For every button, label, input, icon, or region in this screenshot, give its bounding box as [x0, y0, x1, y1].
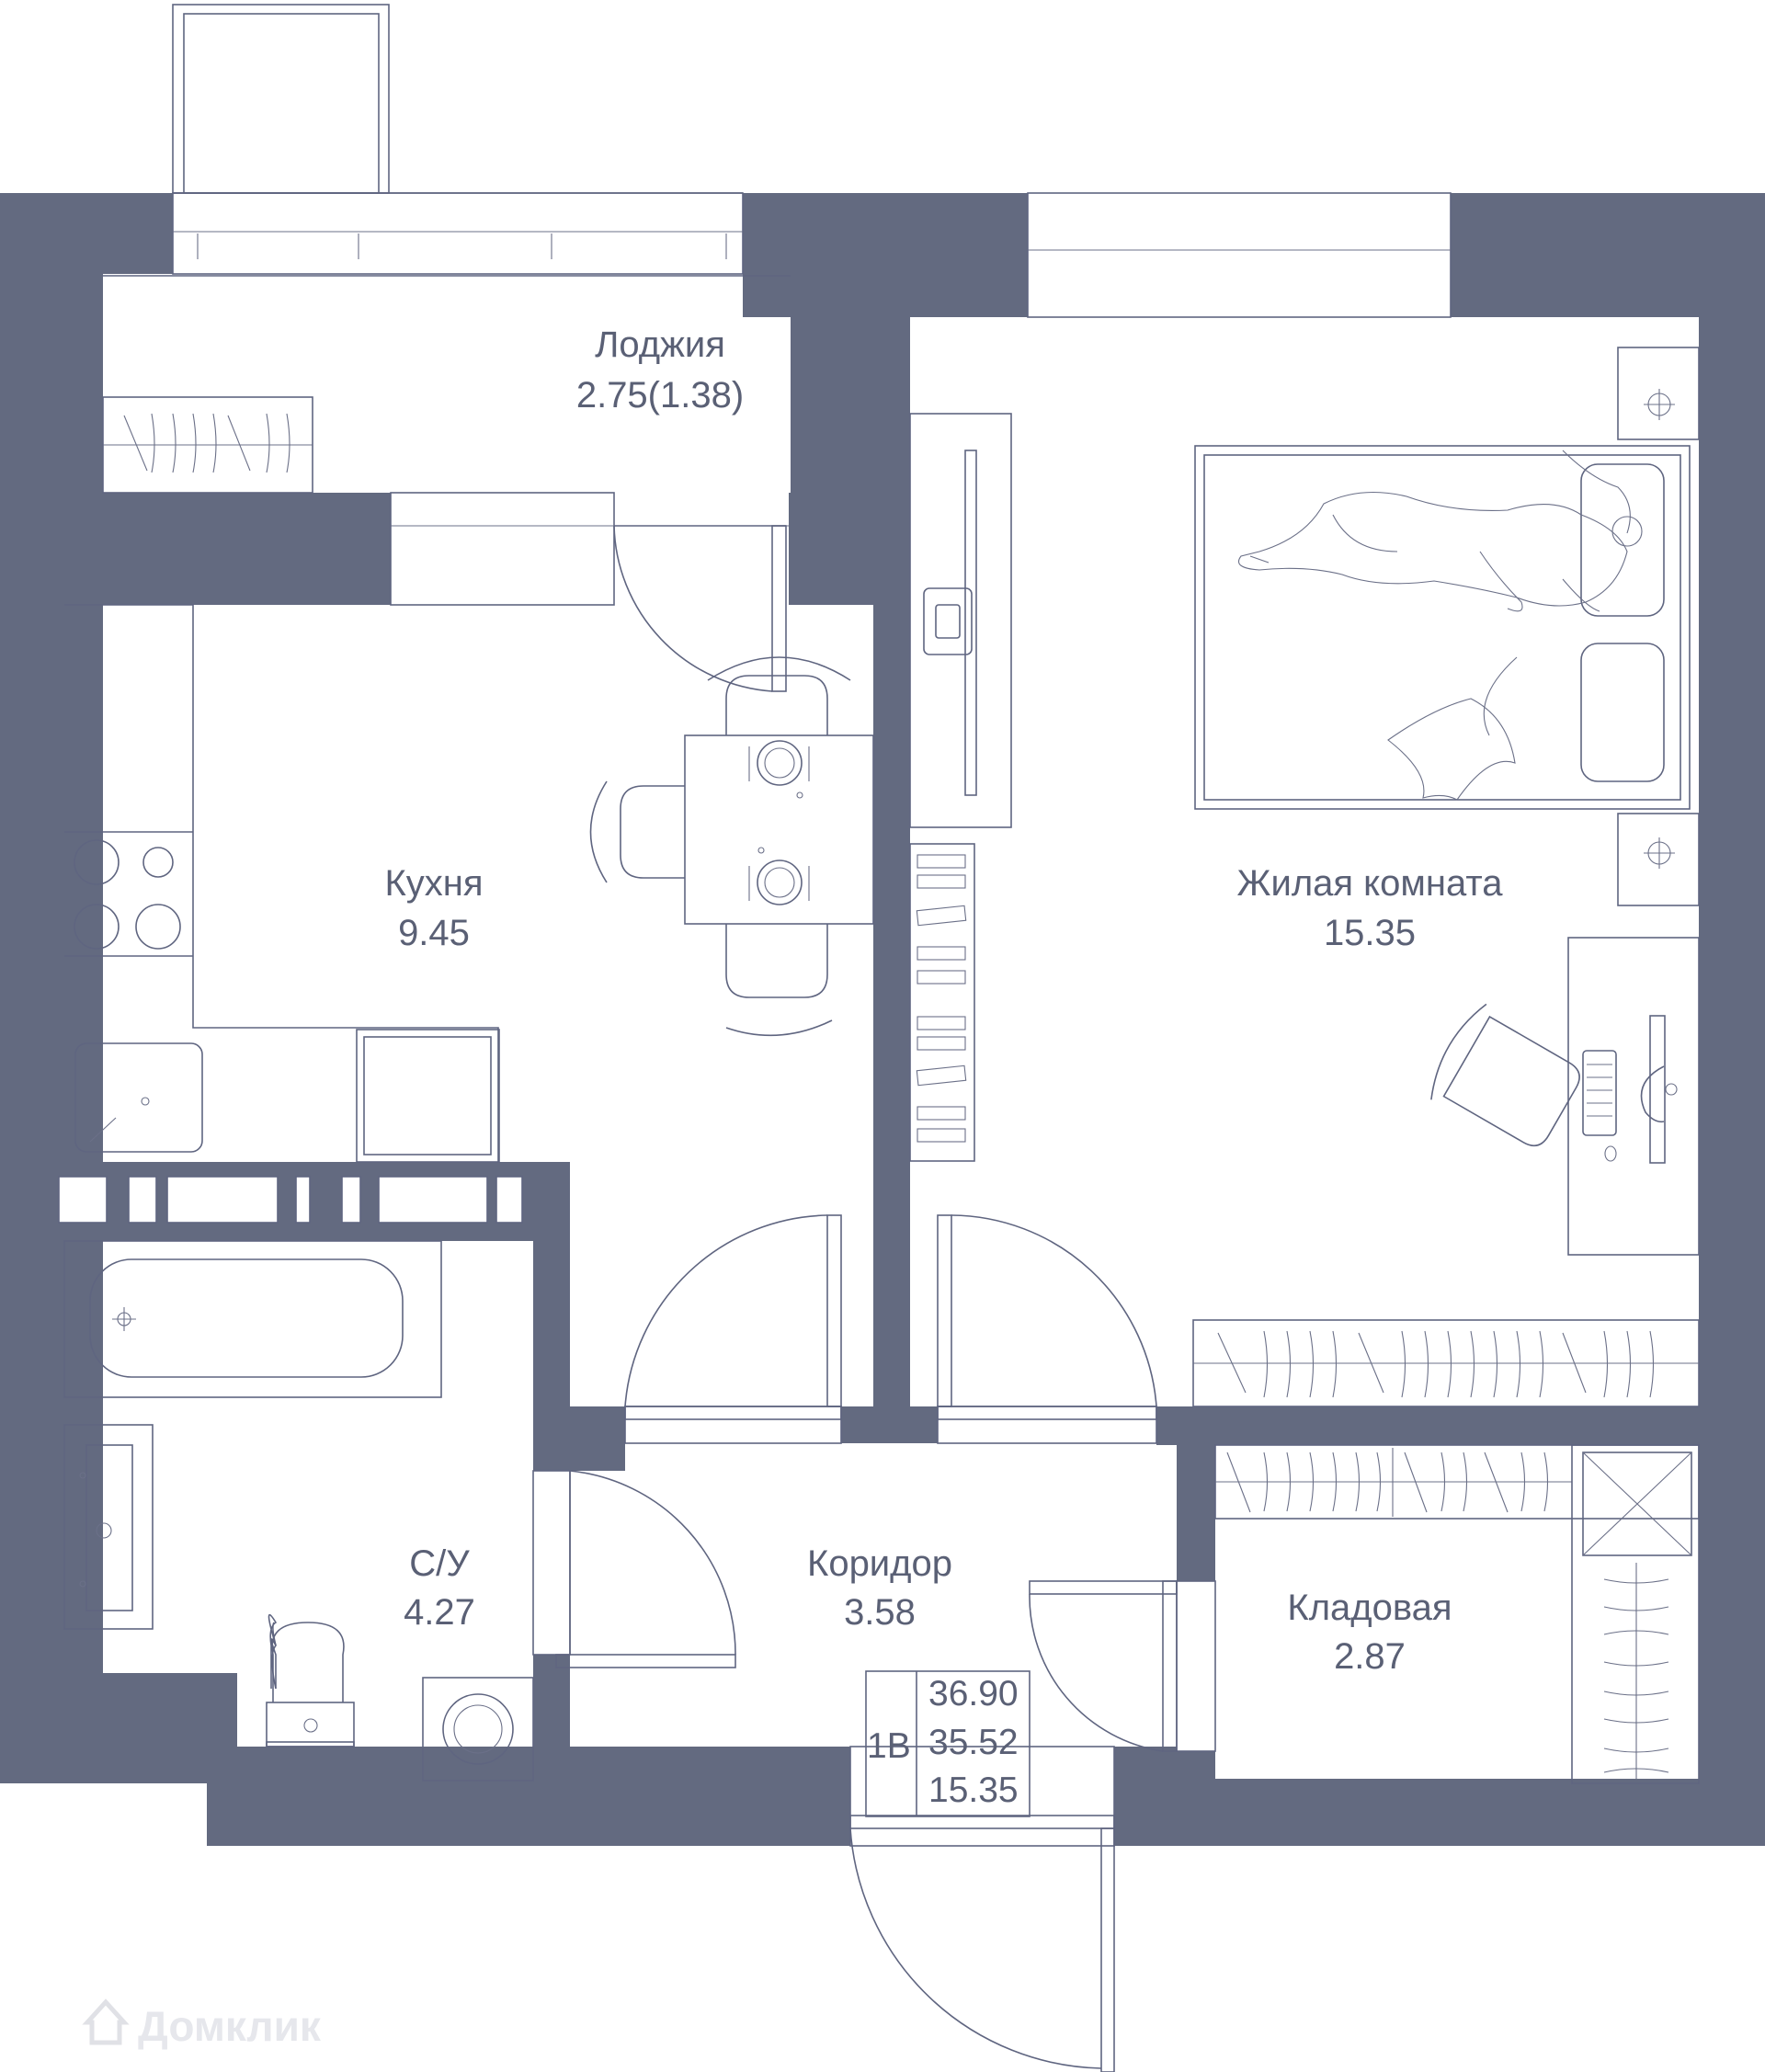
- watermark-text: Домклик: [138, 2002, 322, 2050]
- room-area-loggia: 2.75(1.38): [576, 375, 744, 416]
- room-name-corridor: Коридор: [807, 1543, 952, 1584]
- room-area-storage: 2.87: [1334, 1636, 1406, 1677]
- total-area: 36.90: [928, 1674, 1019, 1713]
- apartment-info-box: [865, 1670, 1031, 1817]
- bathroom: С/У 4.27: [63, 1240, 736, 1782]
- area-without-loggia: 35.52: [928, 1723, 1019, 1762]
- living-room: Жилая комната 15.35: [909, 347, 1700, 1407]
- room-area-kitchen: 9.45: [398, 913, 470, 953]
- home-logo-icon: [82, 1998, 130, 2045]
- room-name-living: Жилая комната: [1237, 863, 1504, 904]
- corridor: 1В 36.90 35.52 15.35 Коридор 3.58: [624, 1214, 1178, 2072]
- room-name-loggia: Лоджия: [595, 324, 725, 365]
- hangers-living: [1217, 1330, 1655, 1398]
- living-area: 15.35: [928, 1770, 1019, 1810]
- room-area-corridor: 3.58: [844, 1592, 916, 1633]
- walls: [0, 193, 1765, 1846]
- apartment-type: 1В: [867, 1726, 911, 1766]
- openings: [58, 192, 1452, 1847]
- loggia: Лоджия 2.75(1.38): [102, 4, 791, 494]
- kitchen: Кухня 9.45: [64, 604, 874, 1163]
- storage: Кладовая 2.87: [1214, 1444, 1700, 1784]
- watermark: Домклик: [82, 1998, 322, 2050]
- room-name-bathroom: С/У: [409, 1543, 470, 1584]
- room-name-storage: Кладовая: [1287, 1588, 1452, 1628]
- room-name-kitchen: Кухня: [384, 863, 483, 904]
- room-area-living: 15.35: [1324, 913, 1416, 953]
- loggia-door: [613, 525, 787, 692]
- room-area-bathroom: 4.27: [404, 1592, 475, 1633]
